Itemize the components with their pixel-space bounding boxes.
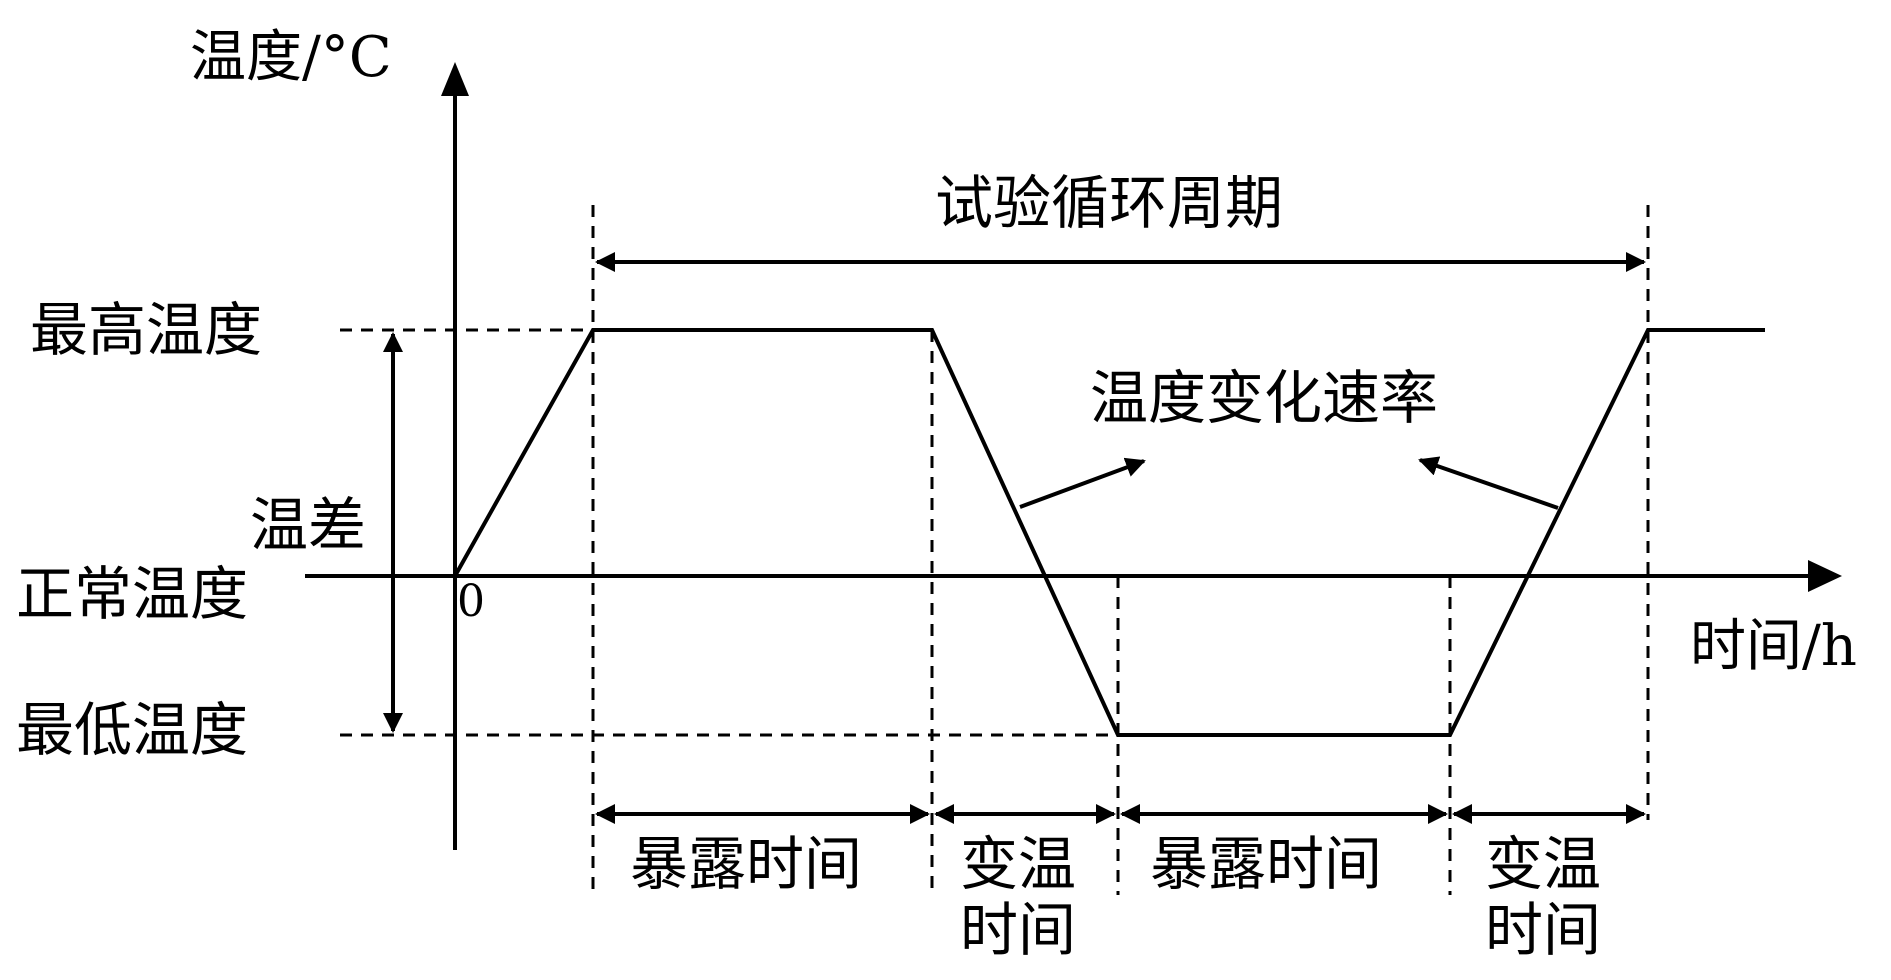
temperature-profile-line [453,328,1765,737]
x-axis-arrowhead [1808,560,1842,592]
transition-1-label-line1: 变温 [960,830,1076,898]
transition-2-label-line2: 时间 [1485,896,1601,964]
transition-1-label-line2: 时间 [960,896,1076,964]
max-temp-label: 最高温度 [30,296,262,364]
rate-label: 温度变化速率 [1090,364,1438,432]
y-axis-label: 温度/°C [190,25,392,90]
x-axis-label: 时间/h [1690,614,1857,679]
y-axis-arrowhead [441,62,469,96]
transition-2-label-line1: 变温 [1485,830,1601,898]
exposure-1-label: 暴露时间 [630,830,862,898]
rate-pointer-arrow-left [1019,457,1146,509]
min-temp-label: 最低温度 [16,696,248,764]
rate-pointer-arrow-right [1418,456,1559,510]
normal-temp-label: 正常温度 [16,560,248,628]
origin-label: 0 [457,576,485,627]
exposure-2-label: 暴露时间 [1150,830,1382,898]
cycle-period-label: 试验循环周期 [935,169,1283,237]
temp-difference-label: 温差 [250,491,366,559]
